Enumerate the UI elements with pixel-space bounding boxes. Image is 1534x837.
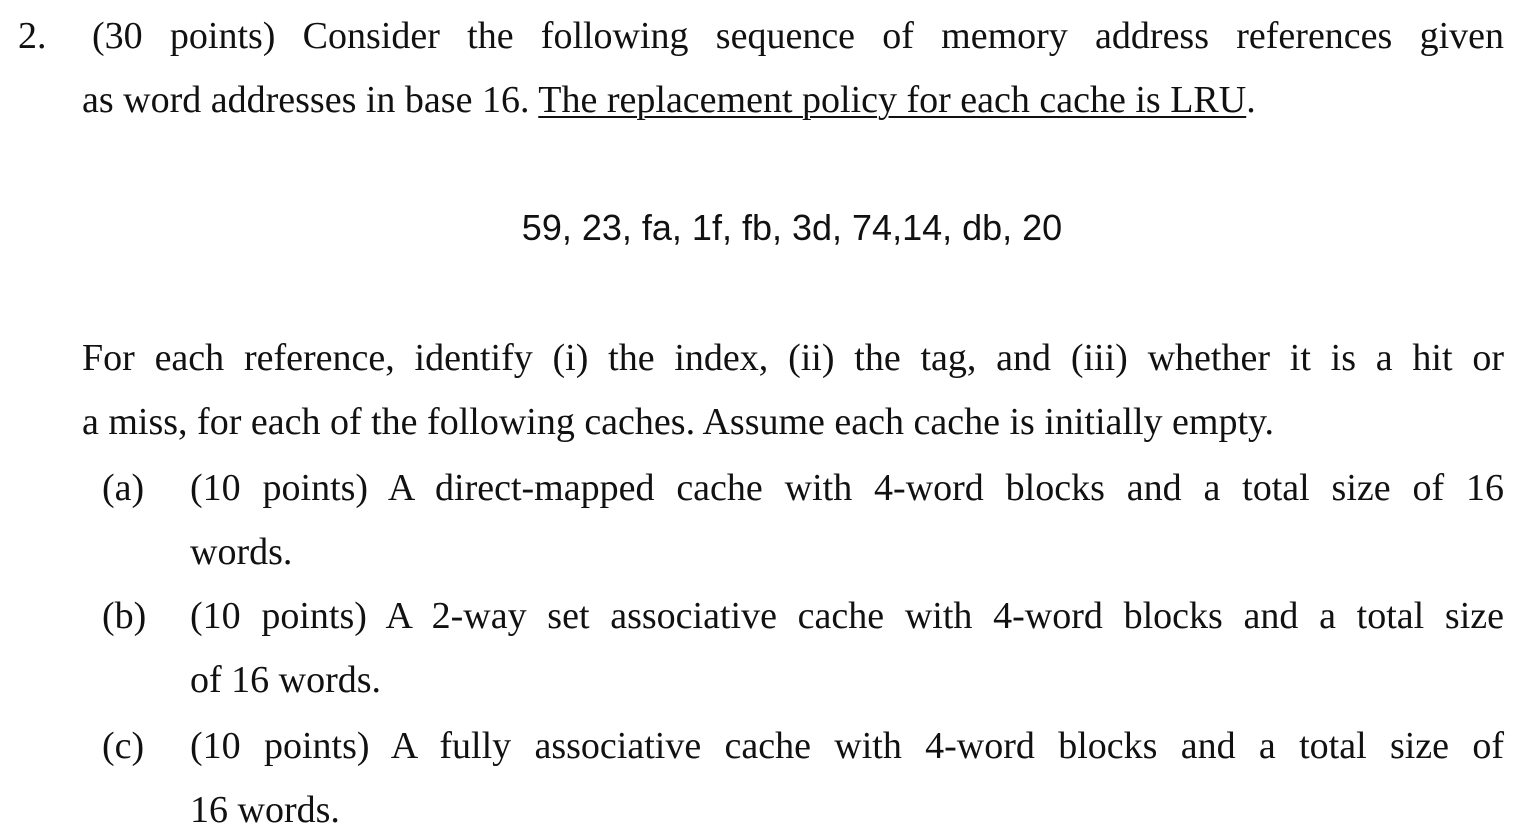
part-text-cont: 16 words. bbox=[190, 789, 340, 831]
address-sequence: 59, 23, fa, 1f, fb, 3d, 74,14, db, 20 bbox=[521, 207, 1063, 248]
question-number: 2. bbox=[18, 15, 47, 57]
part-text: (10 points) A direct-mapped cache with 4… bbox=[190, 467, 1504, 509]
part-text-cont: words. bbox=[190, 531, 293, 573]
part-text-cont: of 16 words. bbox=[190, 659, 382, 701]
intro-line-1: (30 points) Consider the following seque… bbox=[92, 15, 1504, 57]
part-label: (c) bbox=[102, 725, 145, 767]
period: . bbox=[1246, 79, 1256, 121]
part-text: (10 points) A fully associative cache wi… bbox=[190, 725, 1504, 767]
intro-line-2: as word addresses in base 16. The replac… bbox=[82, 78, 1256, 122]
intro-text: as word addresses in base 16. bbox=[82, 79, 530, 121]
instructions-line-1: For each reference, identify (i) the ind… bbox=[82, 337, 1504, 379]
instructions-line-2: a miss, for each of the following caches… bbox=[82, 401, 1275, 443]
replacement-policy-note: The replacement policy for each cache is… bbox=[538, 79, 1247, 121]
part-label: (b) bbox=[102, 595, 147, 637]
part-label: (a) bbox=[102, 467, 145, 509]
part-text: (10 points) A 2-way set associative cach… bbox=[190, 595, 1504, 637]
